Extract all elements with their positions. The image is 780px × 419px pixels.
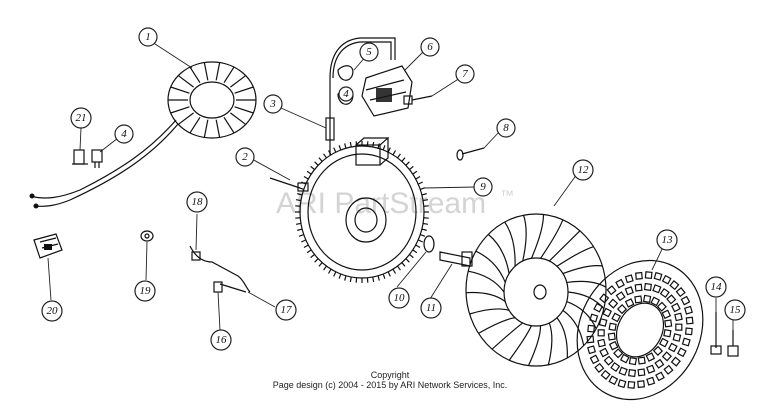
copyright-notice: Page design (c) 2004 - 2015 by ARI Netwo… xyxy=(272,380,508,390)
callout-7[interactable]: 7 xyxy=(455,64,475,84)
stator[interactable] xyxy=(29,61,257,209)
callout-11[interactable]: 11 xyxy=(420,297,442,319)
washer[interactable] xyxy=(423,235,435,253)
callout-10[interactable]: 10 xyxy=(388,287,410,309)
callout-2[interactable]: 2 xyxy=(235,147,255,167)
spark-plug-lead[interactable] xyxy=(325,37,396,155)
wire-clip[interactable] xyxy=(72,149,88,165)
copyright-line: Copyright xyxy=(370,370,410,380)
callout-20[interactable]: 20 xyxy=(41,300,63,322)
callout-label: 20 xyxy=(47,305,59,317)
callout-label: 14 xyxy=(711,281,723,293)
rotating-screen[interactable] xyxy=(553,238,727,419)
callout-label: 11 xyxy=(426,302,436,314)
ground-wire-terminal[interactable] xyxy=(213,281,247,293)
callout-16[interactable]: 16 xyxy=(210,329,232,351)
diode-connector[interactable] xyxy=(33,233,63,259)
leader-lines xyxy=(47,41,734,331)
screen-nut[interactable] xyxy=(727,330,739,357)
callout-17[interactable]: 17 xyxy=(275,299,297,321)
module-screw[interactable] xyxy=(403,95,433,105)
callout-19[interactable]: 19 xyxy=(134,280,156,302)
callout-label: 21 xyxy=(76,112,87,124)
callout-5[interactable]: 5 xyxy=(359,42,379,62)
ground-wire[interactable] xyxy=(189,245,251,293)
callout-6[interactable]: 6 xyxy=(420,37,440,57)
screen-screw[interactable] xyxy=(710,312,722,355)
callout-4a[interactable]: 4 xyxy=(114,124,134,144)
cooling-fan[interactable] xyxy=(465,213,607,367)
callout-12[interactable]: 12 xyxy=(572,159,594,181)
callout-label: 6 xyxy=(427,41,433,53)
callout-label: 18 xyxy=(192,196,204,208)
grommet[interactable] xyxy=(140,230,154,242)
callout-21[interactable]: 21 xyxy=(70,107,92,129)
callout-label: 10 xyxy=(394,292,406,304)
callout-label: 17 xyxy=(281,304,293,316)
callout-13[interactable]: 13 xyxy=(656,229,678,251)
callout-label: 4 xyxy=(343,88,349,100)
callout-label: 2 xyxy=(242,151,248,163)
callout-label: 15 xyxy=(730,304,742,316)
pin[interactable] xyxy=(456,147,485,161)
callout-4b[interactable]: 4 xyxy=(338,86,354,102)
callout-1[interactable]: 1 xyxy=(138,27,158,47)
callout-18[interactable]: 18 xyxy=(186,191,208,213)
callout-label: 5 xyxy=(366,46,372,58)
callout-label: 19 xyxy=(140,285,152,297)
callout-label: 1 xyxy=(145,31,151,43)
callout-14[interactable]: 14 xyxy=(705,276,727,298)
callout-label: 8 xyxy=(503,122,509,134)
callout-3[interactable]: 3 xyxy=(263,94,283,114)
callout-8[interactable]: 8 xyxy=(496,118,516,138)
stator-screw[interactable] xyxy=(91,149,103,168)
callout-label: 12 xyxy=(578,164,590,176)
callout-label: 3 xyxy=(269,98,276,110)
callout-9[interactable]: 9 xyxy=(473,177,493,197)
flywheel[interactable] xyxy=(295,137,429,283)
callout-label: 13 xyxy=(662,234,674,246)
ignition-module[interactable] xyxy=(361,65,413,117)
watermark-tm: ™ xyxy=(500,187,514,203)
callout-label: 9 xyxy=(480,181,486,193)
callout-label: 16 xyxy=(216,334,228,346)
callout-label: 4 xyxy=(121,128,127,140)
callout-15[interactable]: 15 xyxy=(724,299,746,321)
flywheel-nut[interactable] xyxy=(439,251,473,267)
callout-label: 7 xyxy=(462,68,468,80)
